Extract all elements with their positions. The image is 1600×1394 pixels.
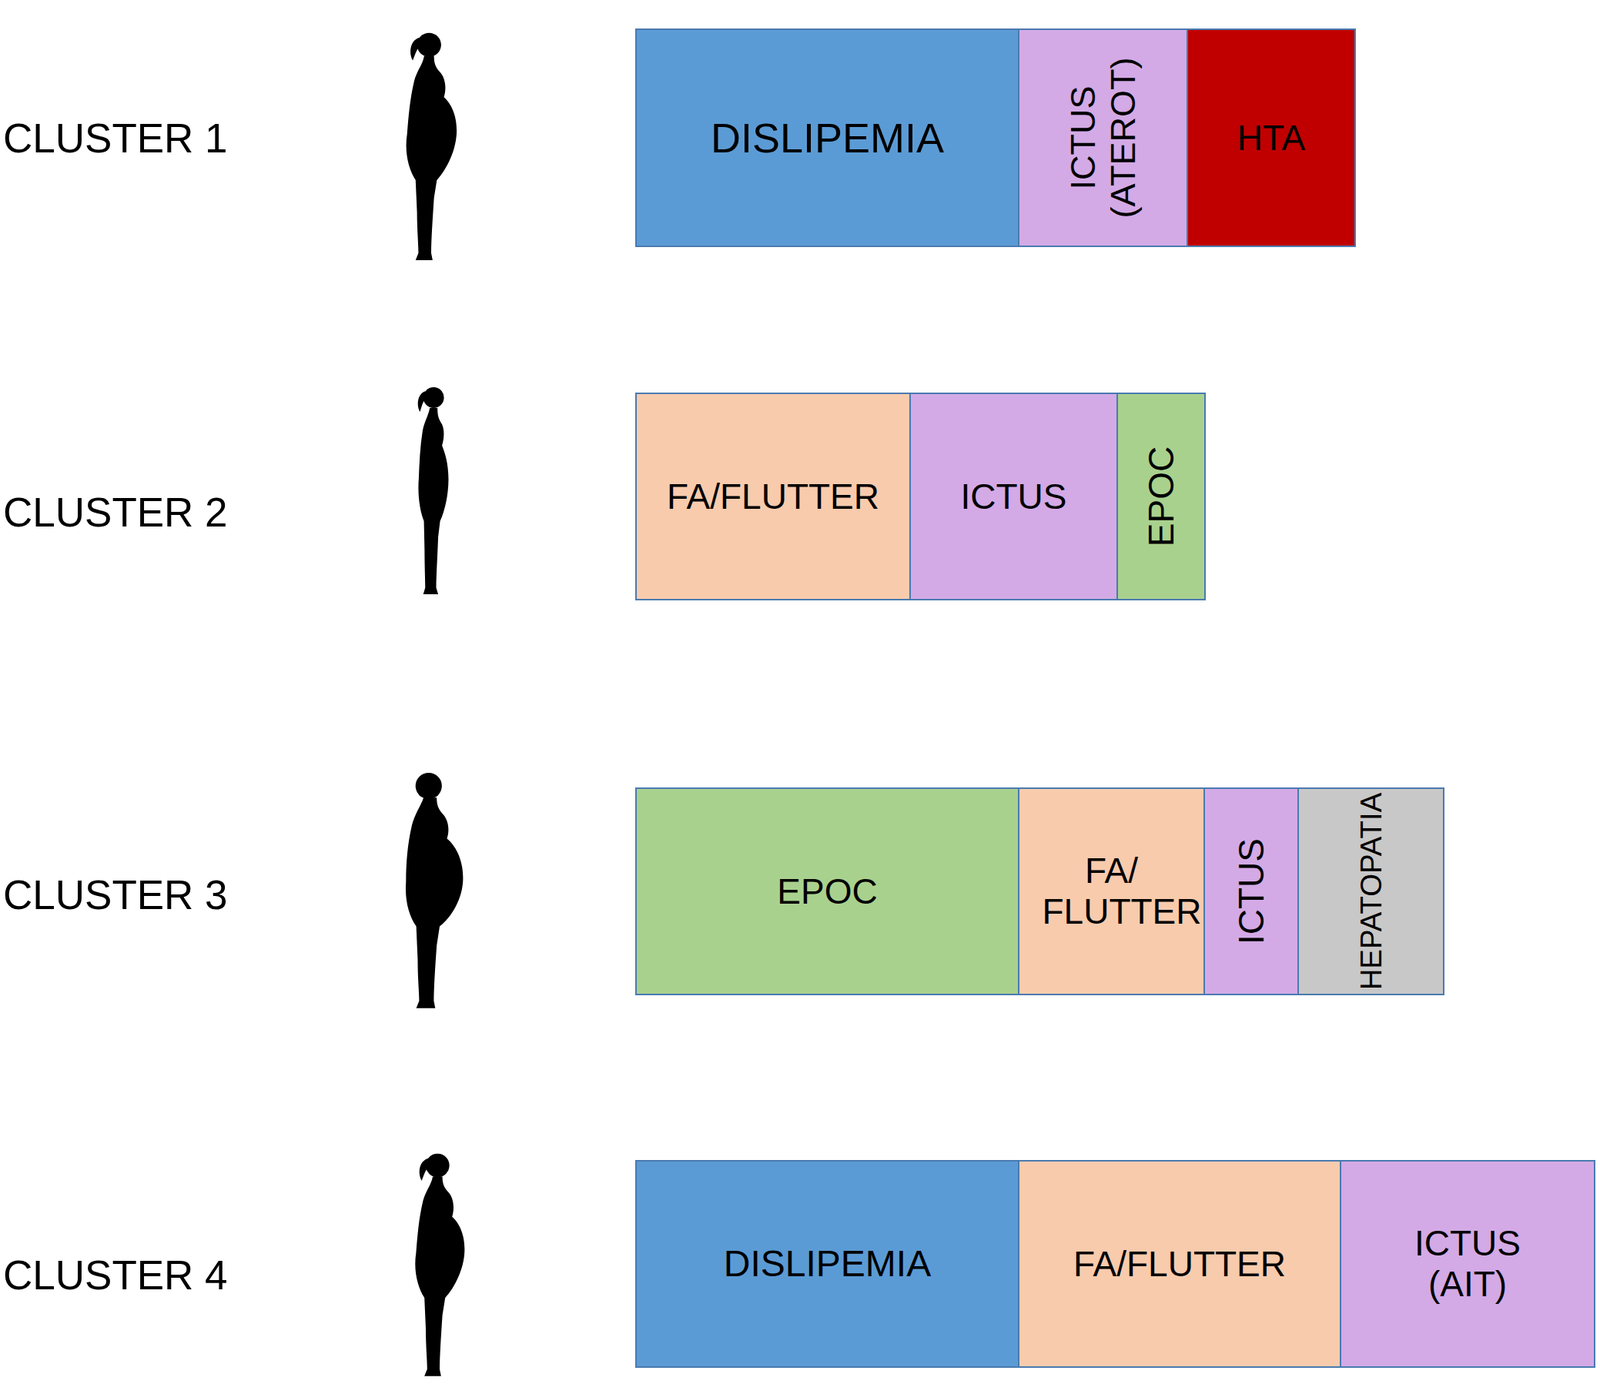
category-box: FA/ FLUTTER xyxy=(1017,787,1206,996)
category-box: HTA xyxy=(1186,28,1356,248)
category-box: FA/FLUTTER xyxy=(635,392,911,601)
category-box: ICTUS (ATEROT) xyxy=(1017,28,1189,248)
category-box: ICTUS (AIT) xyxy=(1339,1160,1596,1369)
box-label: FA/FLUTTER xyxy=(1073,1244,1286,1286)
cluster-label: CLUSTER 1 xyxy=(3,114,228,162)
category-box: DISLIPEMIA xyxy=(635,28,1020,248)
woman-silhouette xyxy=(406,33,458,261)
box-label: FA/FLUTTER xyxy=(666,476,880,518)
box-label: EPOC xyxy=(1141,446,1182,547)
category-box: EPOC xyxy=(635,787,1020,996)
box-label: DISLIPEMIA xyxy=(710,113,944,162)
man-silhouette xyxy=(405,773,463,1009)
cluster-label: CLUSTER 2 xyxy=(3,488,228,536)
cluster-label: CLUSTER 3 xyxy=(3,871,228,919)
category-box: ICTUS xyxy=(1203,787,1299,996)
box-label: ICTUS (AIT) xyxy=(1382,1223,1553,1306)
box-label: HEPATOPATIA xyxy=(1353,793,1388,991)
category-box: FA/FLUTTER xyxy=(1017,1160,1342,1369)
category-box: EPOC xyxy=(1116,392,1206,601)
box-label: FA/ FLUTTER xyxy=(1042,850,1182,933)
box-label: DISLIPEMIA xyxy=(723,1242,931,1286)
category-box: ICTUS xyxy=(909,392,1118,601)
box-label: EPOC xyxy=(776,871,877,913)
category-box: DISLIPEMIA xyxy=(635,1160,1020,1369)
box-label: HTA xyxy=(1237,117,1306,159)
cluster-label: CLUSTER 4 xyxy=(3,1251,228,1299)
woman-silhouette xyxy=(418,387,449,595)
woman-silhouette xyxy=(415,1154,465,1377)
box-label: ICTUS (ATEROT) xyxy=(1063,41,1144,235)
box-label: ICTUS xyxy=(960,476,1068,518)
box-label: ICTUS xyxy=(1231,838,1272,945)
category-box: HEPATOPATIA xyxy=(1297,787,1445,996)
